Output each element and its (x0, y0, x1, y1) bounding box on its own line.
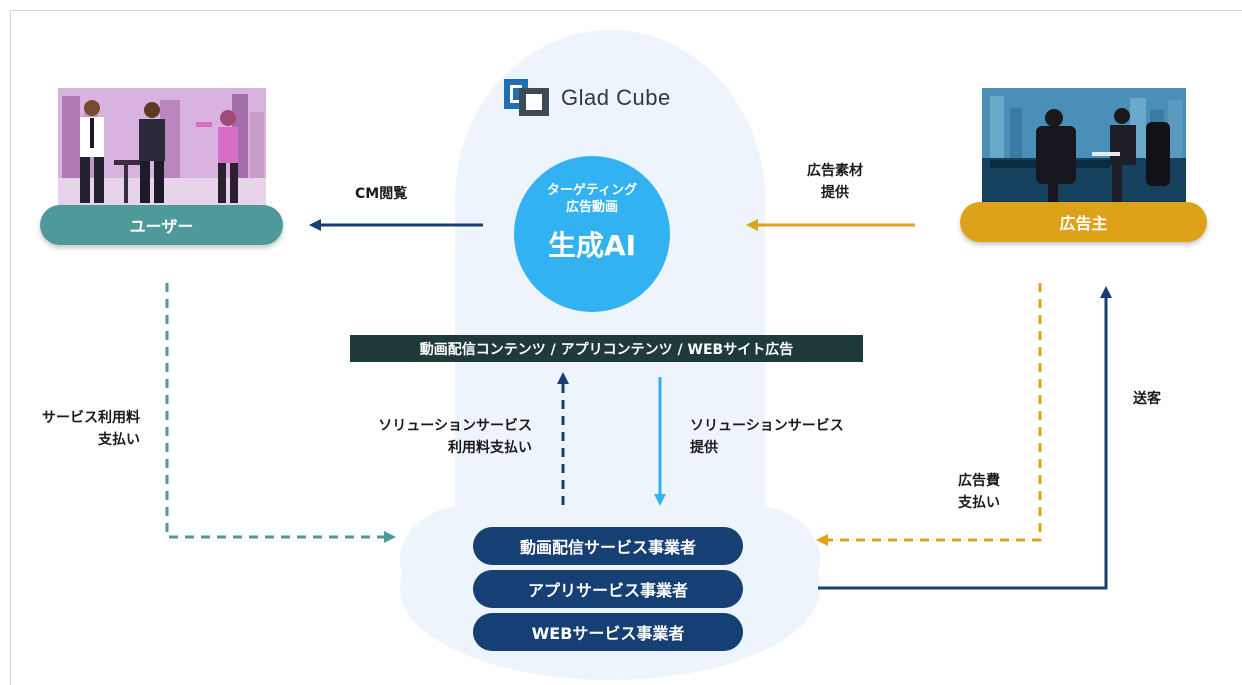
ad-material-label-line1: 広告素材 (807, 163, 863, 179)
glad-cube-logo: Glad Cube (503, 78, 671, 118)
provider-app: アプリサービス事業者 (473, 570, 743, 608)
solution-fee-label-line2: 利用料支払い (448, 440, 532, 456)
diagram-frame (10, 10, 1242, 685)
glad-cube-logo-text: Glad Cube (561, 85, 671, 110)
cm-view-label: CM閲覧 (355, 186, 408, 202)
solution-fee-label-line1: ソリューションサービス (378, 418, 532, 434)
user-payment-arrow (165, 283, 396, 543)
customer-send-label: 送客 (1133, 391, 1161, 407)
advertiser-pill: 広告主 (960, 202, 1207, 242)
glad-cube-logo-icon (504, 79, 549, 116)
advertiser-illustration (982, 88, 1186, 216)
solution-provide-label-line2: 提供 (690, 440, 718, 456)
solution-provide-label: ソリューションサービス 提供 (690, 415, 844, 459)
service-fee-label: サービス利用料 支払い (18, 407, 140, 451)
content-banner-text: 動画配信コンテンツ / アプリコンテンツ / WEBサイト広告 (419, 341, 794, 358)
ad-material-label: 広告素材 提供 (780, 160, 890, 204)
ai-circle-main: 生成AI (547, 229, 637, 262)
service-fee-label-line2: 支払い (98, 432, 140, 448)
service-fee-label-line1: サービス利用料 (42, 410, 140, 426)
ad-fee-arrow (816, 283, 1042, 546)
ad-material-label-line2: 提供 (821, 185, 849, 201)
solution-fee-label: ソリューションサービス 利用料支払い (330, 415, 532, 459)
ad-fee-label: 広告費 支払い (940, 470, 1000, 514)
ai-circle-line1: ターゲティング (546, 183, 638, 198)
customer-send-arrow (818, 286, 1112, 590)
user-illustration (58, 88, 266, 216)
user-pill: ユーザー (40, 205, 283, 245)
provider-video: 動画配信サービス事業者 (473, 527, 743, 565)
ad-fee-label-line1: 広告費 (958, 473, 1000, 489)
provider-web: WEBサービス事業者 (473, 613, 743, 651)
solution-provide-label-line1: ソリューションサービス (690, 418, 844, 434)
ai-circle-line2: 広告動画 (565, 200, 618, 215)
generative-ai-circle (514, 156, 670, 312)
ad-fee-label-line2: 支払い (958, 495, 1000, 511)
content-banner: 動画配信コンテンツ / アプリコンテンツ / WEBサイト広告 (350, 335, 863, 362)
